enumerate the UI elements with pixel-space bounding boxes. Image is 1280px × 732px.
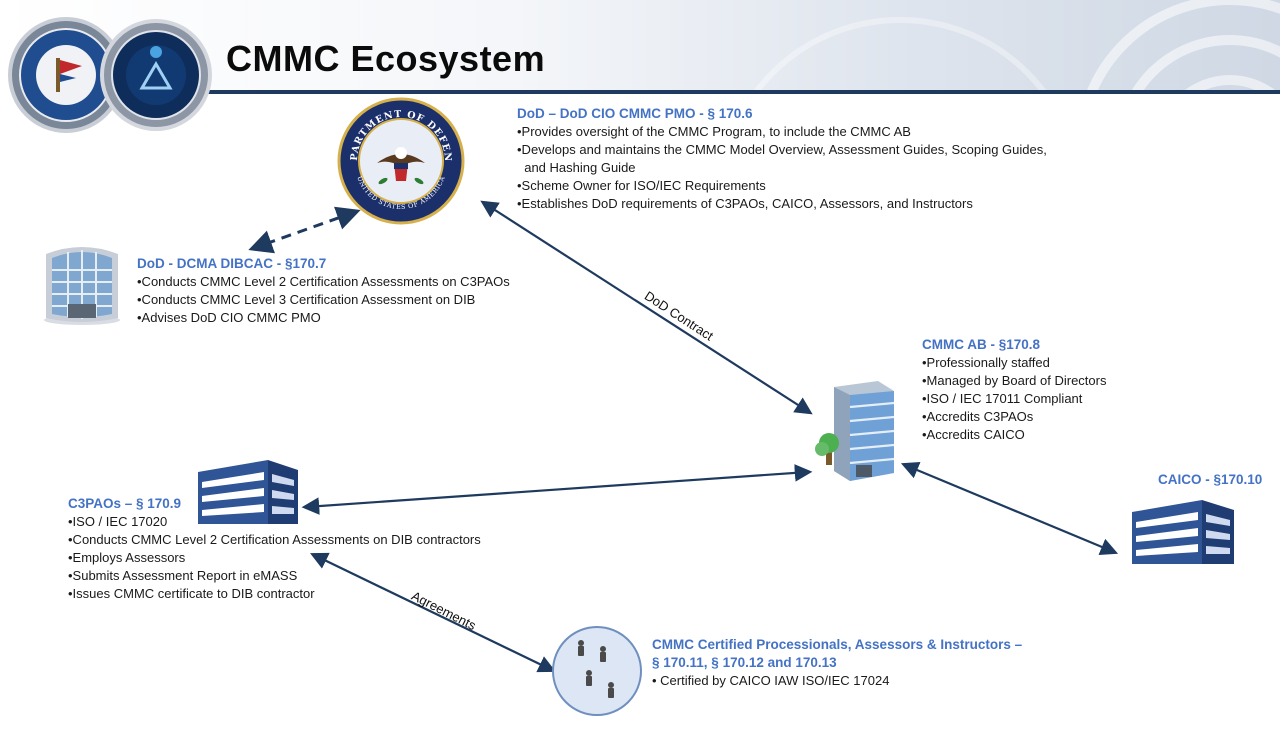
dod-cio-bullet: •Establishes DoD requirements of C3PAOs,… bbox=[517, 196, 973, 211]
cmmc-ab-bullet: •Accredits CAICO bbox=[922, 427, 1025, 442]
professionals-bullets: • Certified by CAICO IAW ISO/IEC 17024 bbox=[652, 672, 1022, 690]
c3paos-bullet: •Submits Assessment Report in eMASS bbox=[68, 568, 298, 583]
node-dod-cio: DoD – DoD CIO CMMC PMO - § 170.6 •Provid… bbox=[517, 105, 1047, 213]
cmmc-ab-bullet: •ISO / IEC 17011 Compliant bbox=[922, 391, 1083, 406]
edge-dod-dcma bbox=[248, 206, 361, 254]
node-dcma: DoD - DCMA DIBCAC - §170.7 •Conducts CMM… bbox=[137, 255, 510, 327]
dcma-heading: DoD - DCMA DIBCAC - §170.7 bbox=[137, 256, 327, 271]
c3paos-bullet: •ISO / IEC 17020 bbox=[68, 514, 168, 529]
dod-cio-bullet: •Provides oversight of the CMMC Program,… bbox=[517, 124, 911, 139]
dod-cio-heading: DoD – DoD CIO CMMC PMO - § 170.6 bbox=[517, 106, 753, 121]
c3paos-building-icon bbox=[198, 460, 298, 524]
professionals-people-icon bbox=[552, 626, 642, 716]
c3paos-heading: C3PAOs – § 170.9 bbox=[68, 496, 182, 511]
node-cmmc-ab: CMMC AB - §170.8 •Professionally staffed… bbox=[922, 336, 1106, 444]
edge-cmmcab-c3paos bbox=[301, 464, 813, 515]
cmmc-ab-building-icon bbox=[815, 381, 895, 481]
professionals-heading-line1: CMMC Certified Processionals, Assessors … bbox=[652, 637, 1023, 652]
dod-cio-bullet: •Develops and maintains the CMMC Model O… bbox=[517, 142, 1047, 157]
fulcrum-seal-logo bbox=[100, 19, 212, 131]
c3paos-bullet: •Conducts CMMC Level 2 Certification Ass… bbox=[68, 532, 481, 547]
edge-dod-cmmcab bbox=[480, 200, 813, 415]
dod-cio-bullets: •Provides oversight of the CMMC Program,… bbox=[517, 123, 1047, 213]
caico-heading: CAICO - §170.10 bbox=[1158, 472, 1263, 487]
professionals-bullet: • Certified by CAICO IAW ISO/IEC 17024 bbox=[652, 673, 890, 688]
page-title: CMMC Ecosystem bbox=[226, 38, 546, 79]
cmmc-ab-bullet: •Accredits C3PAOs bbox=[922, 409, 1034, 424]
cmmc-ab-bullet: •Professionally staffed bbox=[922, 355, 1050, 370]
node-professionals: CMMC Certified Processionals, Assessors … bbox=[652, 636, 1022, 690]
dcma-bullet: •Advises DoD CIO CMMC PMO bbox=[137, 310, 321, 325]
caico-building-icon bbox=[1132, 500, 1234, 564]
dod-cio-bullet: •Scheme Owner for ISO/IEC Requirements bbox=[517, 178, 766, 193]
c3paos-bullet: •Employs Assessors bbox=[68, 550, 186, 565]
dcma-bullet: •Conducts CMMC Level 3 Certification Ass… bbox=[137, 292, 476, 307]
dod-seal-icon: DEPARTMENT OF DEFENSE UNITED STATES OF A… bbox=[337, 97, 465, 225]
header-decoration bbox=[752, 0, 1280, 92]
professionals-heading-line2: § 170.11, § 170.12 and 170.13 bbox=[652, 655, 837, 670]
dcma-bullet: •Conducts CMMC Level 2 Certification Ass… bbox=[137, 274, 510, 289]
dcma-building-icon bbox=[44, 247, 120, 325]
dod-cio-bullet: and Hashing Guide bbox=[517, 160, 636, 175]
c3paos-bullet: •Issues CMMC certificate to DIB contract… bbox=[68, 586, 315, 601]
cmmc-ab-heading: CMMC AB - §170.8 bbox=[922, 337, 1041, 352]
c3paos-bullets: •ISO / IEC 17020 •Conducts CMMC Level 2 … bbox=[68, 513, 481, 603]
cmmc-ab-bullets: •Professionally staffed •Managed by Boar… bbox=[922, 354, 1106, 444]
cmmc-ab-bullet: •Managed by Board of Directors bbox=[922, 373, 1107, 388]
dcma-bullets: •Conducts CMMC Level 2 Certification Ass… bbox=[137, 273, 510, 327]
header-rule bbox=[200, 90, 1280, 94]
node-c3paos: C3PAOs – § 170.9 •ISO / IEC 17020 •Condu… bbox=[68, 495, 481, 603]
header-band bbox=[0, 0, 1280, 92]
edge-cmmcab-caico bbox=[900, 461, 1119, 556]
node-caico: CAICO - §170.10 bbox=[1158, 471, 1262, 489]
edge-c3paos-professionals bbox=[310, 552, 556, 673]
